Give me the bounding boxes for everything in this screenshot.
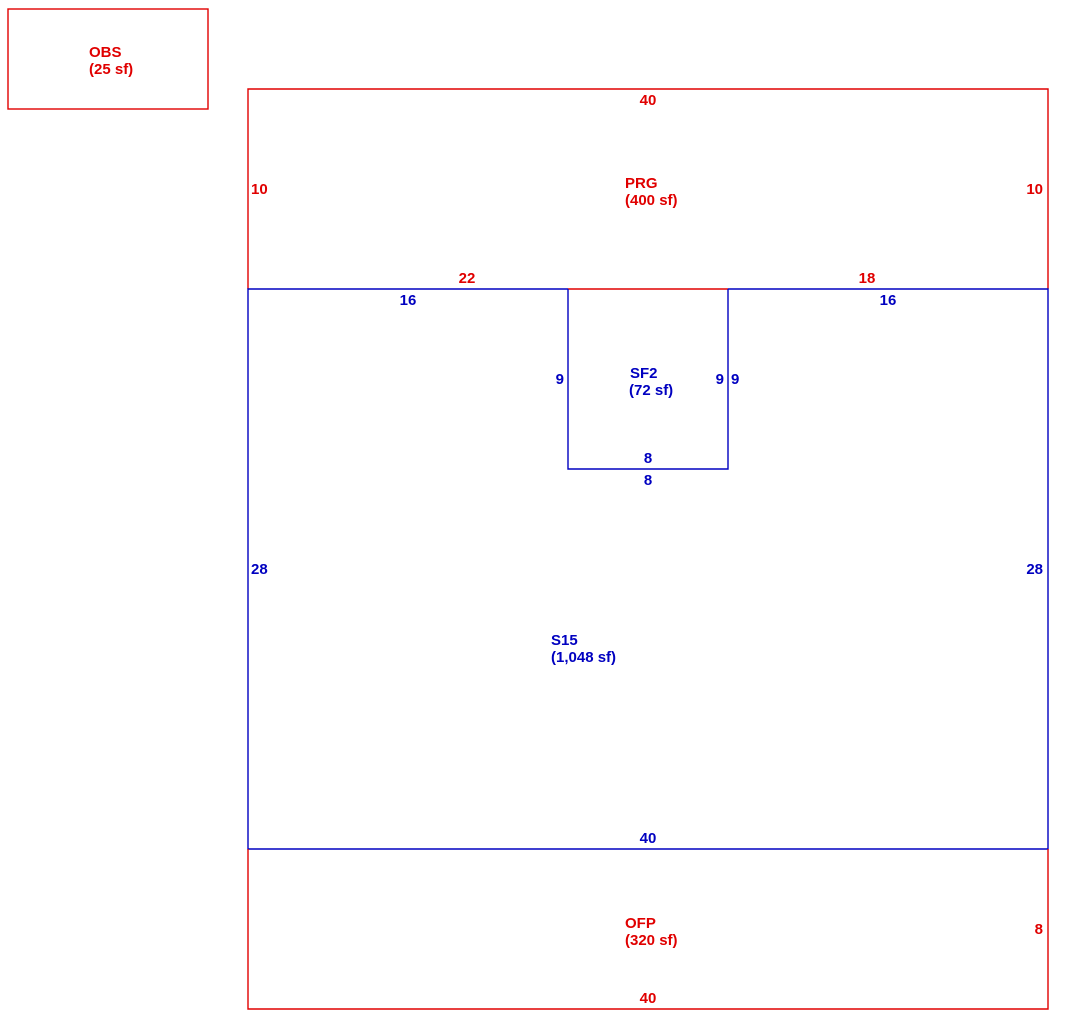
prg-area: (400 sf)	[625, 192, 678, 209]
ofp-label: OFP	[625, 915, 656, 932]
s15-dim-left: 28	[251, 561, 268, 578]
prg-label: PRG	[625, 175, 658, 192]
sf2-outline	[567, 289, 729, 470]
sf2-dim-right-inner: 9	[716, 371, 724, 388]
sf2-area: (72 sf)	[629, 382, 673, 399]
obs-outline	[7, 8, 209, 110]
prg-dim-left: 10	[251, 181, 268, 198]
s15-dim-top-right: 16	[880, 292, 897, 309]
ofp-area: (320 sf)	[625, 932, 678, 949]
ofp-outline	[247, 849, 1049, 1010]
obs-area: (25 sf)	[89, 61, 133, 78]
s15-outline	[247, 288, 1049, 850]
sf2-dim-bottom-outer: 8	[644, 472, 652, 489]
prg-dim-top: 40	[640, 92, 657, 109]
s15-label: S15	[551, 632, 578, 649]
s15-dim-right: 28	[1026, 561, 1043, 578]
prg-outline	[247, 88, 1049, 289]
prg-dim-bottom-right: 18	[859, 270, 876, 287]
s15-area: (1,048 sf)	[551, 649, 616, 666]
prg-dim-right: 10	[1026, 181, 1043, 198]
obs-label: OBS	[89, 44, 122, 61]
prg-dim-bottom-left: 22	[459, 270, 476, 287]
sf2-dim-left: 9	[556, 371, 564, 388]
sf2-label: SF2	[630, 365, 658, 382]
sf2-dim-bottom-inner: 8	[644, 450, 652, 467]
ofp-dim-bottom: 40	[640, 990, 657, 1007]
s15-dim-bottom: 40	[640, 830, 657, 847]
sf2-dim-right-outer: 9	[731, 371, 739, 388]
ofp-dim-right: 8	[1035, 921, 1043, 938]
s15-dim-top-left: 16	[400, 292, 417, 309]
